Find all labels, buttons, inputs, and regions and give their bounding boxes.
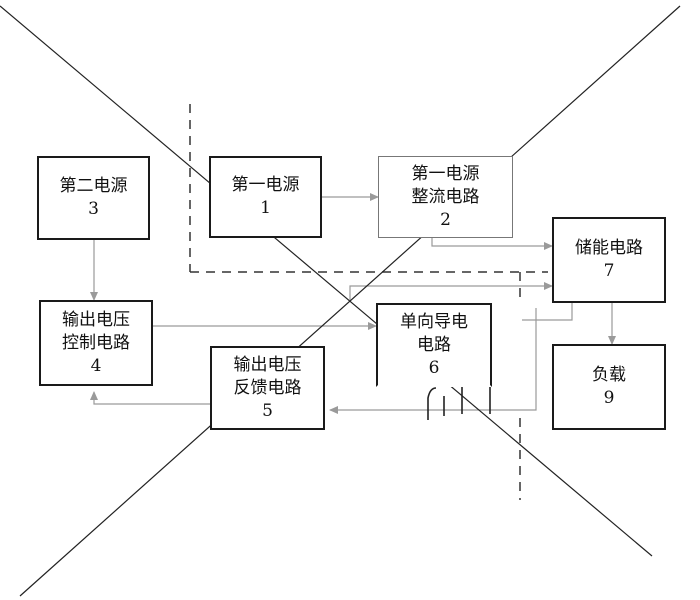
line-7-to-6 bbox=[522, 303, 573, 321]
arrow-6-to-7 bbox=[349, 282, 553, 300]
block-3-number: 3 bbox=[88, 199, 99, 219]
arrow-2-to-7 bbox=[431, 238, 553, 250]
block-3-label: 第二电源 bbox=[59, 176, 128, 196]
block-5-label-line1: 输出电压 bbox=[233, 354, 302, 375]
block-second-power-supply: 第二电源 3 bbox=[37, 156, 150, 240]
block-output-voltage-feedback: 输出电压 反馈电路 5 bbox=[210, 346, 325, 430]
block-4-number: 4 bbox=[90, 355, 102, 376]
block-4-label-line1: 输出电压 bbox=[62, 309, 130, 330]
dashed-boundary bbox=[189, 104, 548, 500]
block-6-label-line1: 单向导电 bbox=[400, 311, 468, 332]
block-9-label: 负载 bbox=[592, 365, 626, 385]
block-7-label: 储能电路 bbox=[575, 238, 643, 258]
arrow-5-to-4 bbox=[90, 391, 210, 405]
block-energy-storage: 储能电路 7 bbox=[552, 217, 666, 303]
block-2-number: 2 bbox=[440, 209, 451, 230]
block-2-label-line2: 整流电路 bbox=[411, 186, 480, 207]
block-1-number: 1 bbox=[260, 198, 271, 218]
block-unidirectional-conduction: 单向导电 电路 6 bbox=[376, 303, 492, 387]
block-2-label-line1: 第一电源 bbox=[411, 163, 480, 184]
block-first-power-supply: 第一电源 1 bbox=[209, 156, 322, 238]
block-1-label: 第一电源 bbox=[231, 175, 300, 195]
block-7-number: 7 bbox=[603, 261, 615, 281]
connectors bbox=[90, 193, 616, 414]
block-6-label-line2: 电路 bbox=[417, 334, 451, 355]
block-first-power-rectifier: 第一电源 整流电路 2 bbox=[378, 156, 513, 238]
block-5-label-line2: 反馈电路 bbox=[233, 377, 302, 398]
block-9-number: 9 bbox=[603, 388, 615, 408]
block-6-number: 6 bbox=[428, 357, 440, 378]
cross-mark bbox=[0, 5, 681, 597]
block-5-number: 5 bbox=[262, 400, 273, 421]
arrow-feedback-to-5 bbox=[329, 308, 537, 414]
block-4-label-line2: 控制电路 bbox=[62, 332, 130, 353]
block-load: 负载 9 bbox=[552, 344, 666, 430]
block-output-voltage-control: 输出电压 控制电路 4 bbox=[39, 300, 153, 386]
